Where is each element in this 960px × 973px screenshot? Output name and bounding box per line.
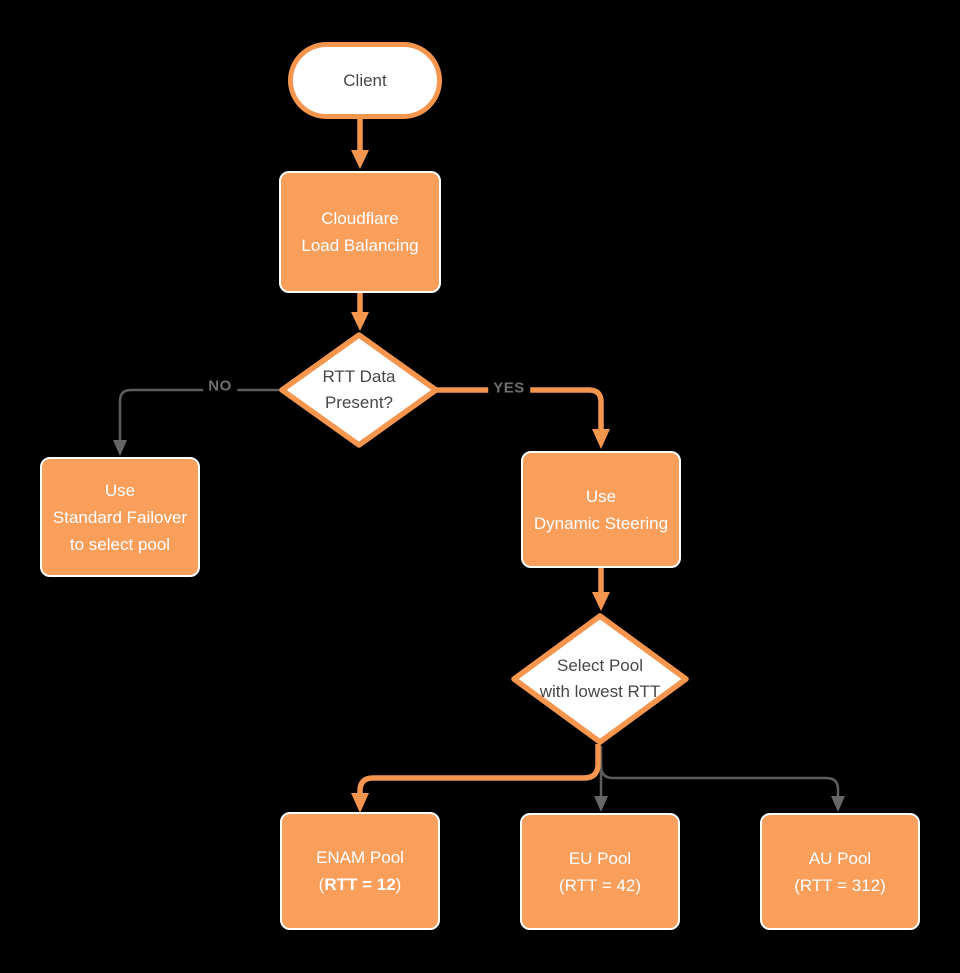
- edge-dynamic-to-pool-decision: [592, 568, 610, 611]
- node-eu-pool: EU Pool (RTT = 42): [520, 813, 680, 930]
- edge-label-yes: YES: [488, 378, 530, 398]
- edge-to-enam-pool: [351, 744, 601, 813]
- arrowhead-no-icon: [113, 440, 127, 456]
- decision-rtt-line1: RTT Data: [322, 367, 396, 386]
- node-eu-line2: (RTT = 42): [558, 875, 642, 895]
- node-enam-line2: (RTT = 12): [319, 871, 402, 898]
- node-dynamic-steering: Use Dynamic Steering: [521, 451, 681, 568]
- decision-rtt-present-label: RTT Data Present?: [281, 335, 437, 445]
- edge-label-no: NO: [203, 376, 237, 396]
- decision-select-pool-label: Select Pool with lowest RTT: [512, 616, 688, 742]
- node-lb-line1: Cloudflare: [321, 209, 399, 228]
- node-enam-pool: ENAM Pool (RTT = 12): [280, 812, 440, 930]
- arrowhead-lb-d1-icon: [351, 312, 369, 331]
- arrowhead-eu-icon: [594, 796, 608, 812]
- node-enam-rtt-value: RTT = 12: [324, 875, 396, 894]
- arrowhead-client-lb-icon: [351, 150, 369, 169]
- edge-client-to-lb: [351, 119, 369, 169]
- node-enam-line1: ENAM Pool: [316, 848, 404, 867]
- node-cloudflare-load-balancing: Cloudflare Load Balancing: [279, 171, 441, 293]
- edge-au-line: [599, 765, 840, 796]
- edge-to-au-pool: [599, 765, 845, 812]
- edge-enam-line: [357, 744, 601, 794]
- decision-rtt-line2: Present?: [324, 393, 394, 412]
- decision-pool-line2: with lowest RTT: [539, 682, 661, 701]
- arrowhead-enam-icon: [351, 793, 369, 813]
- node-au-line1: AU Pool: [808, 848, 872, 868]
- decision-select-pool-shape: [511, 613, 689, 745]
- node-au-line2: (RTT = 312): [794, 875, 886, 895]
- decision-rtt-present-shape: [279, 332, 439, 448]
- node-client-label: Client: [343, 70, 387, 90]
- node-client: Client: [288, 42, 442, 119]
- node-failover-line3: to select pool: [69, 534, 171, 554]
- node-standard-failover: Use Standard Failover to select pool: [40, 457, 200, 577]
- arrowhead-au-icon: [831, 796, 845, 812]
- node-enam-rtt-prefix: (: [318, 875, 325, 894]
- node-failover-line2: Standard Failover: [52, 507, 188, 527]
- node-eu-line1: EU Pool: [568, 848, 632, 868]
- edge-lb-to-rtt-decision: [351, 293, 369, 331]
- node-dynamic-line1: Use: [585, 486, 617, 506]
- edge-yes: [435, 387, 610, 449]
- edge-no: [113, 388, 283, 456]
- decision-pool-line1: Select Pool: [557, 656, 643, 675]
- edge-yes-line: [435, 387, 604, 430]
- edge-no-line: [118, 388, 283, 440]
- node-au-pool: AU Pool (RTT = 312): [760, 813, 920, 930]
- node-enam-rtt-suffix: ): [395, 875, 402, 894]
- node-failover-line1: Use: [104, 480, 136, 500]
- arrowhead-dyn-d2-icon: [592, 592, 610, 611]
- node-lb-line2: Load Balancing: [301, 236, 419, 255]
- arrowhead-yes-icon: [592, 429, 610, 449]
- node-dynamic-line2: Dynamic Steering: [533, 513, 669, 533]
